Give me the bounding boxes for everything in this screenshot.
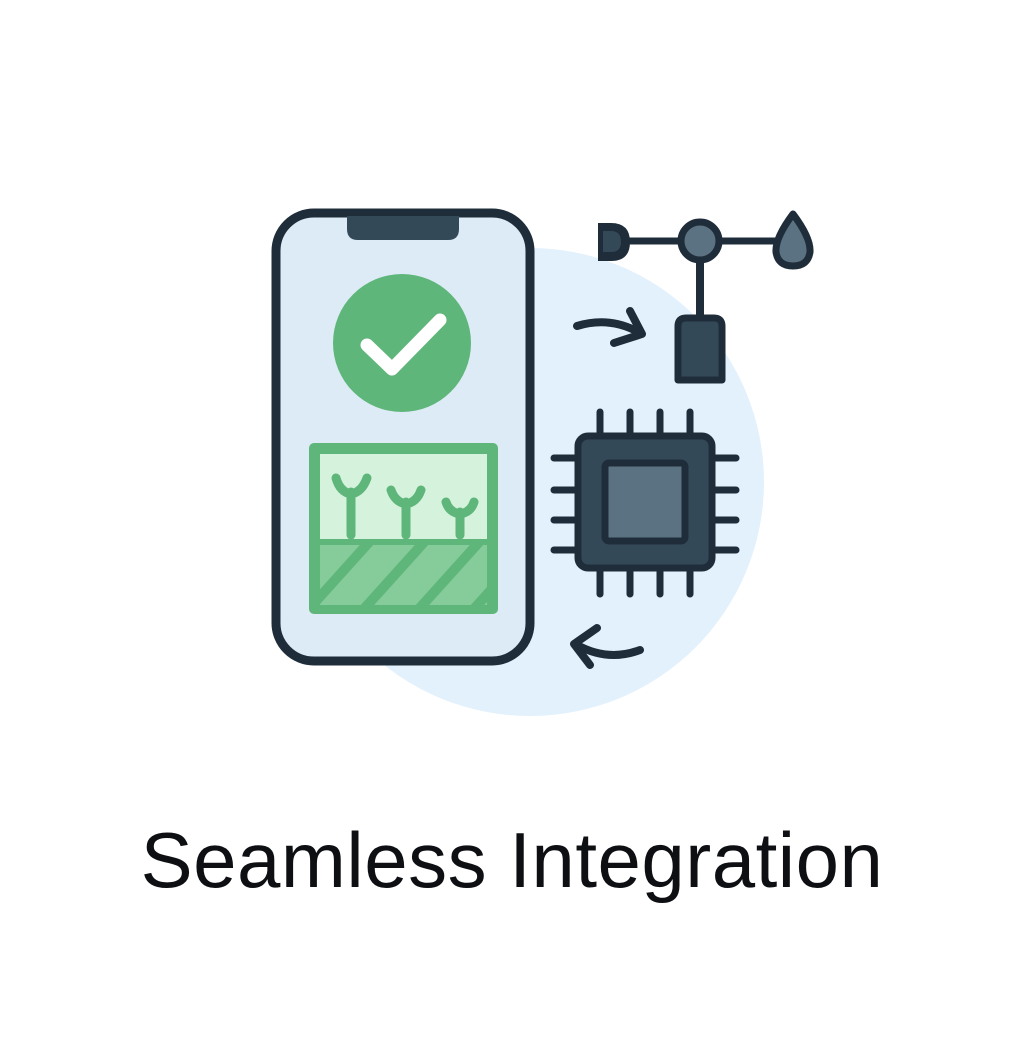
integration-illustration [271, 208, 814, 716]
curved-arrow-right-icon [573, 307, 646, 347]
weather-station-icon [598, 210, 814, 384]
crop-field-icon [309, 443, 498, 614]
checkmark-icon [333, 274, 471, 412]
microchip-icon [550, 408, 740, 598]
caption-title: Seamless Integration [140, 816, 884, 904]
curved-arrow-left-icon [570, 624, 644, 669]
